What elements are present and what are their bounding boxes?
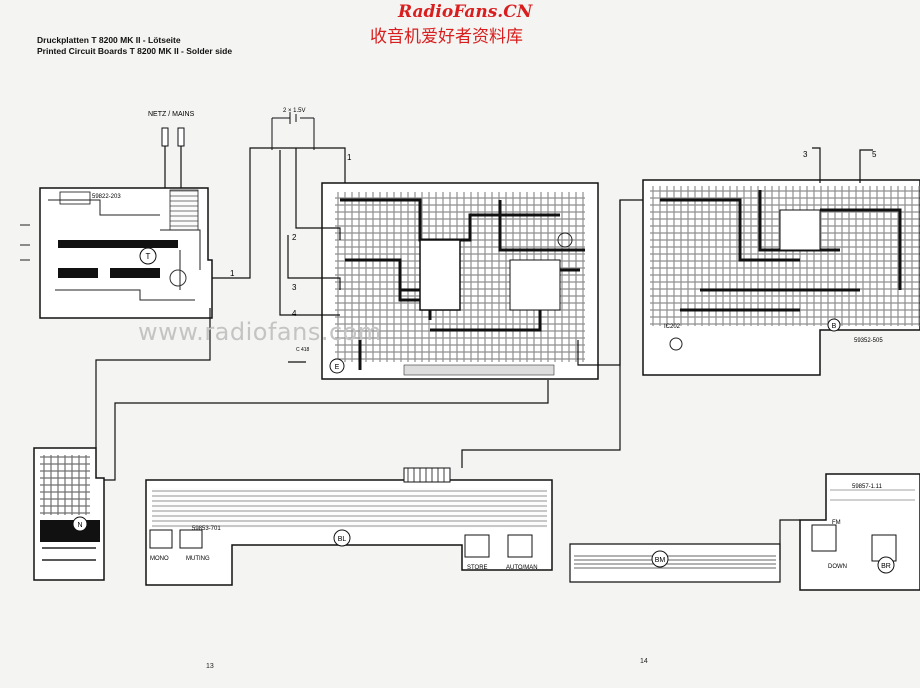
battery-symbol — [271, 112, 315, 150]
muting-label: MUTING — [186, 556, 210, 562]
watermark-brand: RadioFans.CN — [398, 2, 533, 22]
capacitor-label: C 418 — [296, 347, 310, 353]
page-number-right: 14 — [640, 658, 648, 665]
connector-1-label: 1 — [347, 153, 352, 162]
board-label-b: B — [832, 323, 837, 330]
keyboard-board-bm — [569, 543, 781, 583]
board-label-bm: BM — [655, 557, 666, 564]
board-marker-t — [139, 247, 157, 265]
connector-4-label: 4 — [292, 309, 297, 318]
watermark-brand-cn: 收音机爱好者资料库 — [370, 27, 523, 47]
mains-leads — [161, 127, 185, 188]
keyboard-board-bl — [145, 467, 553, 586]
mains-label: NETZ / MAINS — [148, 111, 195, 118]
down-label: DOWN — [828, 564, 847, 570]
connector-5-label: 5 — [872, 150, 877, 159]
automan-label: AUTO/MAN — [506, 565, 538, 571]
board-label-t: T — [146, 252, 151, 261]
board-marker-bm — [651, 550, 669, 568]
board-label-e: E — [335, 364, 340, 371]
header-title-en: Printed Circuit Boards T 8200 MK II - So… — [37, 46, 233, 56]
header-title-de: Druckplatten T 8200 MK II - Lötseite — [37, 35, 181, 45]
keyboard-board-br — [799, 473, 920, 591]
watermark-url: www.radiofans.com — [138, 318, 382, 346]
connector-1b-label: 1 — [230, 269, 235, 278]
board-marker-n — [72, 516, 88, 532]
store-label: STORE — [467, 565, 488, 571]
fm-label: FM — [832, 520, 841, 526]
board-label-br: BR — [881, 563, 891, 570]
interconnect-wires — [95, 147, 873, 560]
transformer-part-label: 59822-203 — [92, 194, 121, 200]
transformer-board — [20, 187, 213, 319]
tuner-part-label: 59352-505 — [854, 338, 883, 344]
connector-2-label: 2 — [292, 233, 297, 242]
board-label-n: N — [77, 522, 82, 529]
ic-label: IC202 — [664, 324, 681, 330]
board-marker-bl — [333, 529, 351, 547]
main-board-e — [321, 182, 599, 380]
tuner-board-b — [642, 179, 920, 376]
board-marker-b — [827, 318, 841, 332]
board-marker-e — [329, 358, 345, 374]
mono-label: MONO — [150, 556, 169, 562]
switch-board-n — [33, 447, 105, 581]
board-marker-br — [877, 556, 895, 574]
board-label-bl: BL — [338, 536, 347, 543]
connector-3b-label: 3 — [803, 150, 808, 159]
page-number-left: 13 — [206, 663, 214, 670]
br-part-label: 59857-1.11 — [852, 484, 883, 490]
connector-3-label: 3 — [292, 283, 297, 292]
battery-label: 2 × 1.5V — [283, 108, 306, 114]
bl-part-label: 59853-701 — [192, 526, 221, 532]
